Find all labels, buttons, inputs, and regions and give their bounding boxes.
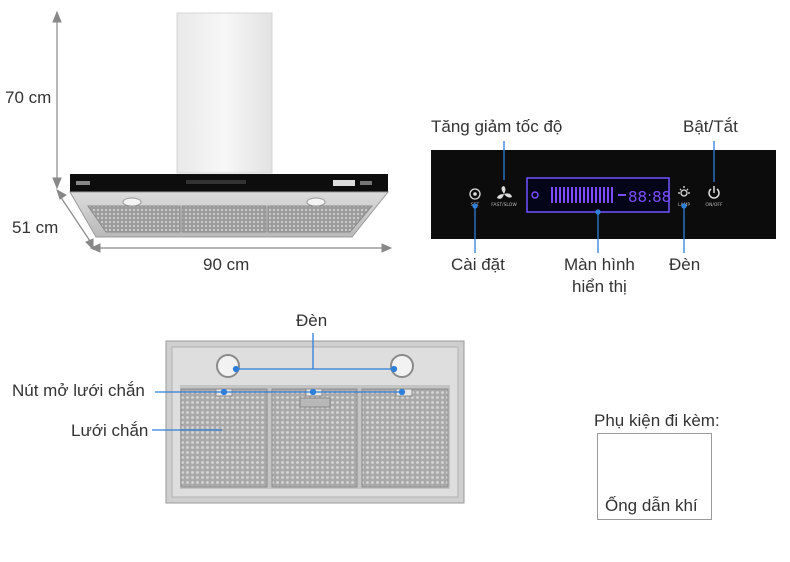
- underside-illustration: [165, 340, 465, 504]
- depth-dimension-label: 51 cm: [12, 218, 59, 237]
- display-label-line2: hiển thị: [572, 277, 627, 296]
- underside-pointers: [152, 333, 406, 431]
- underside-lamp-label: Đèn: [296, 311, 328, 330]
- hood-lamp-icon: [306, 197, 326, 207]
- power-icon[interactable]: [708, 186, 720, 199]
- display-digits: 88:88: [628, 188, 671, 206]
- lamp-icon[interactable]: [678, 186, 690, 197]
- hood-lamp-icon: [122, 197, 142, 207]
- hood-display-strip: [186, 180, 246, 184]
- underside-lamp-icon: [216, 354, 240, 378]
- speed-control-label: Tăng giảm tốc độ: [431, 117, 563, 136]
- accessory-item-label: Ống dẫn khí: [605, 496, 698, 515]
- fan-icon[interactable]: [497, 186, 512, 199]
- display-label-line1: Màn hình: [564, 255, 635, 274]
- accessory-title: Phụ kiện đi kèm:: [594, 411, 720, 430]
- filter-button-label: Nút mở lưới chắn: [12, 381, 145, 400]
- width-dimension-label: 90 cm: [203, 255, 250, 274]
- set-button-label: Cài đặt: [451, 255, 505, 274]
- display-screen: [526, 177, 670, 213]
- height-dimension-label: 70 cm: [5, 88, 52, 107]
- underside-lamp-icon: [390, 354, 414, 378]
- grease-filter: [180, 388, 268, 488]
- panel-fast-slow-text: FAST/SLOW: [491, 202, 517, 208]
- accessory-box: [597, 433, 712, 520]
- control-panel: SET FAST/SLOW LAMP ON/OFF 88:88: [431, 150, 776, 239]
- control-panel-pointers: [472, 141, 715, 253]
- power-button-label: Bật/Tắt: [683, 117, 738, 136]
- set-icon[interactable]: [469, 188, 481, 200]
- hood-illustration: [69, 12, 390, 238]
- display-indicator-icon: [531, 191, 539, 199]
- dimension-lines: [52, 10, 393, 253]
- grease-filter: [361, 388, 449, 488]
- panel-on-off-text: ON/OFF: [705, 202, 723, 208]
- filter-label: Lưới chắn: [71, 421, 149, 440]
- lamp-button-label: Đèn: [669, 255, 701, 274]
